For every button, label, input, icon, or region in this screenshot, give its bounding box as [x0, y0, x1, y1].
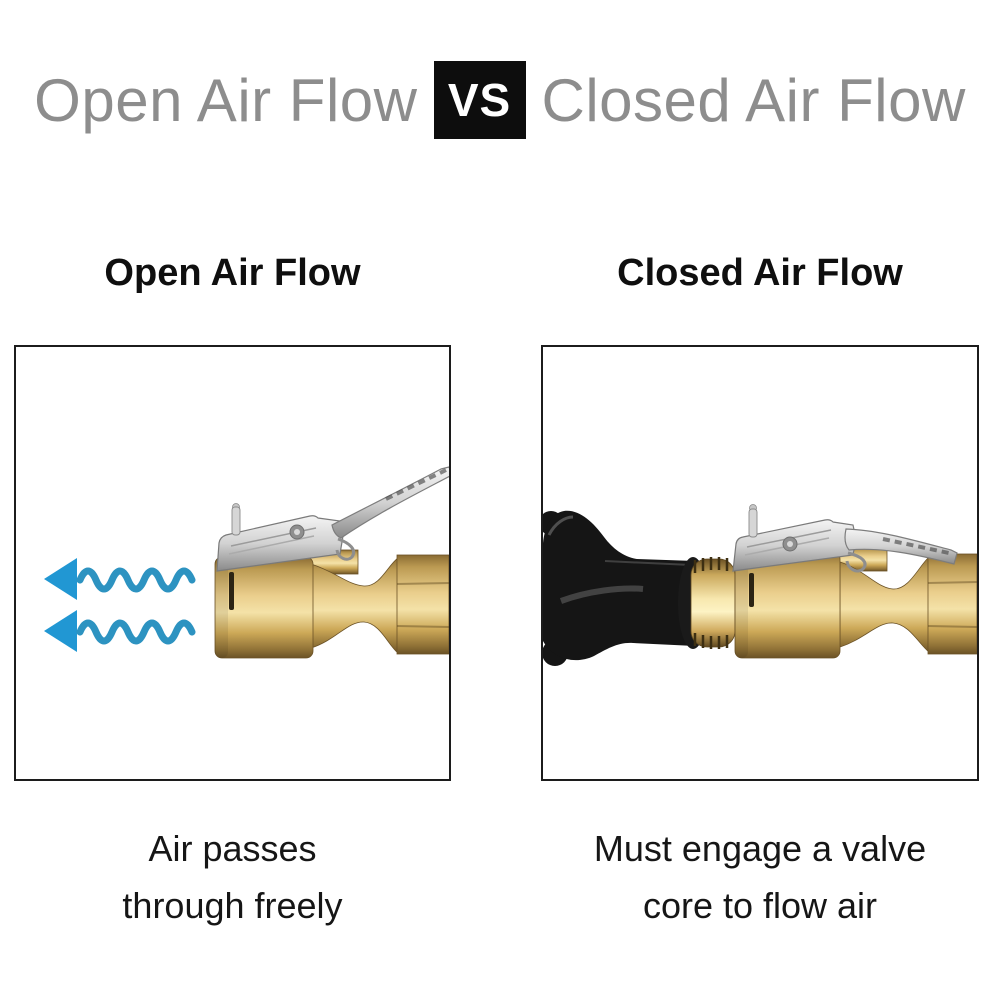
closed-air-flow-panel: Closed Air Flow [541, 0, 979, 1000]
caption-line: Air passes [148, 828, 317, 869]
closed-panel-frame [541, 345, 979, 781]
clip-lever [844, 528, 958, 565]
header-left-title: Open Air Flow [34, 66, 418, 134]
caption-line: Must engage a valve [593, 828, 927, 869]
open-air-chuck-illustration [44, 466, 449, 659]
clip-pin [231, 506, 241, 536]
vs-badge-icon: VS [433, 61, 526, 139]
caption-line: through freely [122, 885, 343, 926]
closed-panel-title: Closed Air Flow [617, 252, 903, 294]
header-right-title: Closed Air Flow [541, 66, 966, 134]
open-panel-title: Open Air Flow [104, 252, 361, 294]
air-flow-arrow-icon [44, 610, 196, 652]
open-panel-frame [14, 345, 451, 781]
chuck-hex-shank [927, 553, 977, 655]
clip-pin [748, 508, 758, 538]
closed-air-chuck-illustration [543, 504, 977, 666]
open-panel-caption: Air passes through freely [14, 820, 451, 934]
vs-label: VS [447, 74, 512, 126]
air-flow-arrow-icon [44, 558, 196, 600]
closed-panel-caption: Must engage a valve core to flow air [541, 820, 979, 934]
chuck-hex-shank [396, 554, 449, 655]
rubber-valve-stem [543, 510, 695, 666]
clip-spring-hook [845, 551, 867, 573]
caption-line: core to flow air [642, 885, 878, 926]
header: Open Air Flow VS Closed Air Flow [0, 52, 1000, 148]
valve-brass-ring [678, 557, 736, 649]
chuck-slot [229, 572, 234, 610]
clip-spring-hook [335, 537, 356, 561]
open-air-flow-panel: Open Air Flow [14, 0, 451, 1000]
chuck-slot [749, 573, 754, 607]
